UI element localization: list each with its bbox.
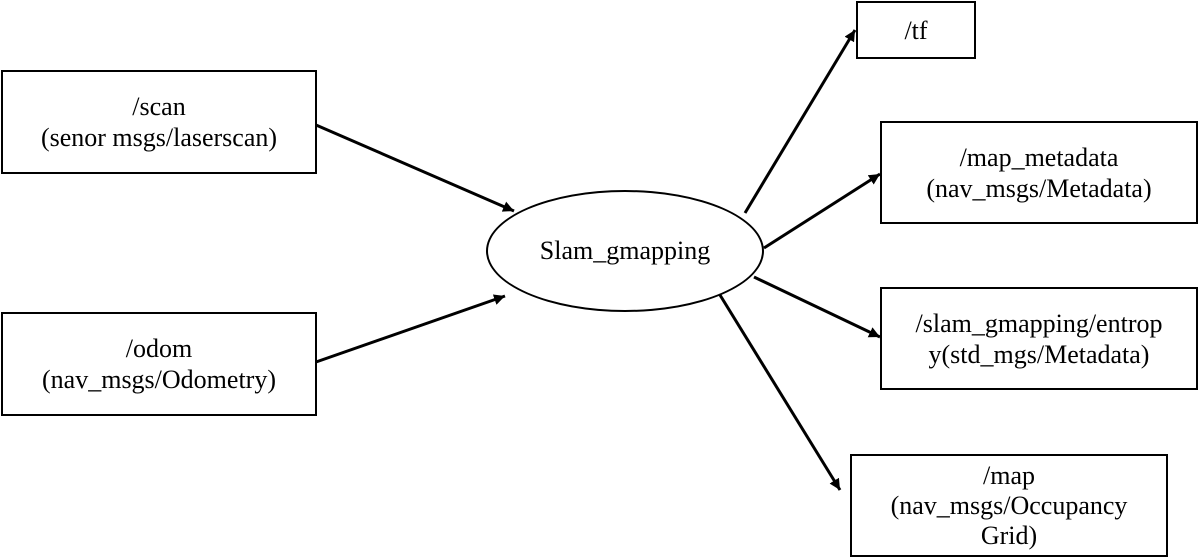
node-label-topic: /tf: [904, 15, 928, 45]
topic-node-map-metadata[interactable]: /map_metadata (nav_msgs/Metadata): [880, 121, 1198, 224]
node-label: Slam_gmapping: [539, 236, 711, 265]
node-label-type: (senor msgs/laserscan): [40, 123, 278, 152]
edge-slam-to-map: [718, 294, 842, 491]
node-label-line-2: y(std_mgs/Metadata): [928, 339, 1150, 369]
process-node-slam-gmapping[interactable]: Slam_gmapping: [486, 190, 764, 312]
edge-slam-to-tf: [743, 29, 857, 214]
topic-node-map[interactable]: /map (nav_msgs/Occupancy Grid): [850, 454, 1168, 557]
node-label-topic: /scan: [132, 92, 186, 121]
edge-odom-to-slam: [315, 294, 506, 364]
topic-node-tf[interactable]: /tf: [856, 1, 976, 59]
node-label-type-cont: Grid): [980, 520, 1038, 550]
topic-node-entropy[interactable]: /slam_gmapping/entrop y(std_mgs/Metadata…: [880, 287, 1198, 390]
node-label-type: (nav_msgs/Odometry): [42, 365, 276, 394]
node-label-topic: /map_metadata: [959, 142, 1119, 172]
edge-slam-to-entropy: [753, 275, 881, 339]
topic-node-odom[interactable]: /odom (nav_msgs/Odometry): [1, 312, 317, 416]
node-label-topic: /odom: [125, 334, 193, 363]
node-label-line-1: /slam_gmapping/entrop: [915, 308, 1163, 338]
node-label-type: (nav_msgs/Metadata): [926, 173, 1152, 203]
node-label-type: (nav_msgs/Occupancy: [890, 490, 1128, 520]
edge-scan-to-slam: [315, 123, 515, 213]
edge-slam-to-map_metadata: [763, 172, 881, 250]
node-label-topic: /map: [983, 460, 1035, 490]
topic-node-scan[interactable]: /scan (senor msgs/laserscan): [1, 70, 317, 174]
